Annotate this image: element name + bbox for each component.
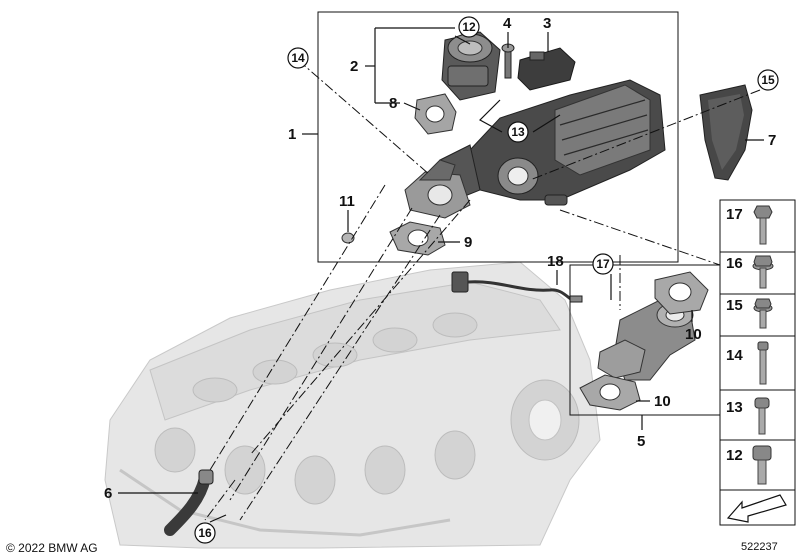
direction-arrow-icon	[726, 494, 787, 523]
hardware-17-bolt[interactable]: 17	[726, 205, 773, 245]
callout-numbers: 1 2 3 4 5 6 7 8 9 10 10 11 18	[104, 15, 776, 502]
callout-10-upper: 10	[685, 326, 702, 343]
copyright-notice: © 2022 BMW AG	[6, 541, 98, 555]
callout-7: 7	[768, 132, 776, 149]
bolt-part-4[interactable]	[501, 43, 515, 79]
callout-17: 17	[592, 253, 614, 275]
hardware-13-bolt[interactable]: 13	[726, 397, 770, 435]
engine-block	[104, 261, 601, 549]
circled-callouts: 12 13 14 15 16 17	[194, 16, 779, 544]
callout-3: 3	[543, 15, 551, 32]
assembly-frame	[317, 11, 679, 263]
hardware-label-14: 14	[726, 347, 743, 364]
callout-10-lower: 10	[654, 393, 671, 410]
reference-lines	[204, 59, 761, 521]
hardware-12-bolt[interactable]: 12	[726, 445, 772, 485]
callout-9: 9	[464, 234, 472, 251]
svg-text:12: 12	[462, 20, 476, 34]
hardware-14-bolt[interactable]: 14	[726, 341, 769, 385]
hardware-16-bolt[interactable]: 16	[726, 255, 774, 289]
hardware-label-12: 12	[726, 447, 743, 464]
hardware-label-15: 15	[726, 297, 743, 314]
hose-part-6[interactable]	[164, 469, 214, 536]
diagram-id: 522237	[741, 541, 778, 553]
gasket-part-10-lower[interactable]	[579, 374, 641, 411]
callout-15: 15	[757, 69, 779, 91]
callout-12: 12	[458, 16, 480, 38]
hardware-15-bolt[interactable]: 15	[726, 297, 773, 329]
sensor-part-18[interactable]	[451, 271, 583, 303]
callout-6: 6	[104, 485, 112, 502]
gasket-part-9[interactable]	[389, 221, 446, 256]
callout-5: 5	[637, 433, 645, 450]
hardware-panel: 17 16 15 14 13	[719, 199, 796, 526]
callout-14: 14	[287, 47, 309, 69]
gasket-part-10-upper[interactable]	[654, 271, 709, 315]
callout-16: 16	[194, 522, 216, 544]
hardware-label-17: 17	[726, 206, 743, 223]
svg-text:13: 13	[511, 125, 525, 139]
heat-shield-part-7[interactable]	[699, 84, 753, 181]
callout-4: 4	[503, 15, 512, 32]
svg-text:17: 17	[596, 257, 610, 271]
callout-18: 18	[547, 253, 564, 270]
callout-1: 1	[288, 126, 296, 143]
svg-text:14: 14	[291, 51, 305, 65]
cooler-inlet-flange[interactable]	[404, 159, 471, 219]
callout-2: 2	[350, 58, 358, 75]
leader-lines	[118, 27, 764, 523]
egr-valve-actuator[interactable]	[441, 31, 501, 101]
callout-8: 8	[389, 95, 397, 112]
actuator-part-3[interactable]	[517, 47, 576, 91]
egr-cooler-assembly[interactable]	[439, 79, 666, 206]
svg-text:16: 16	[198, 526, 212, 540]
hardware-label-16: 16	[726, 255, 743, 272]
callout-13: 13	[507, 121, 529, 143]
callout-11: 11	[339, 193, 355, 210]
hardware-label-13: 13	[726, 399, 743, 416]
seal-ring-part-11[interactable]	[341, 232, 355, 244]
gasket-part-8[interactable]	[414, 93, 457, 135]
svg-text:15: 15	[761, 73, 775, 87]
